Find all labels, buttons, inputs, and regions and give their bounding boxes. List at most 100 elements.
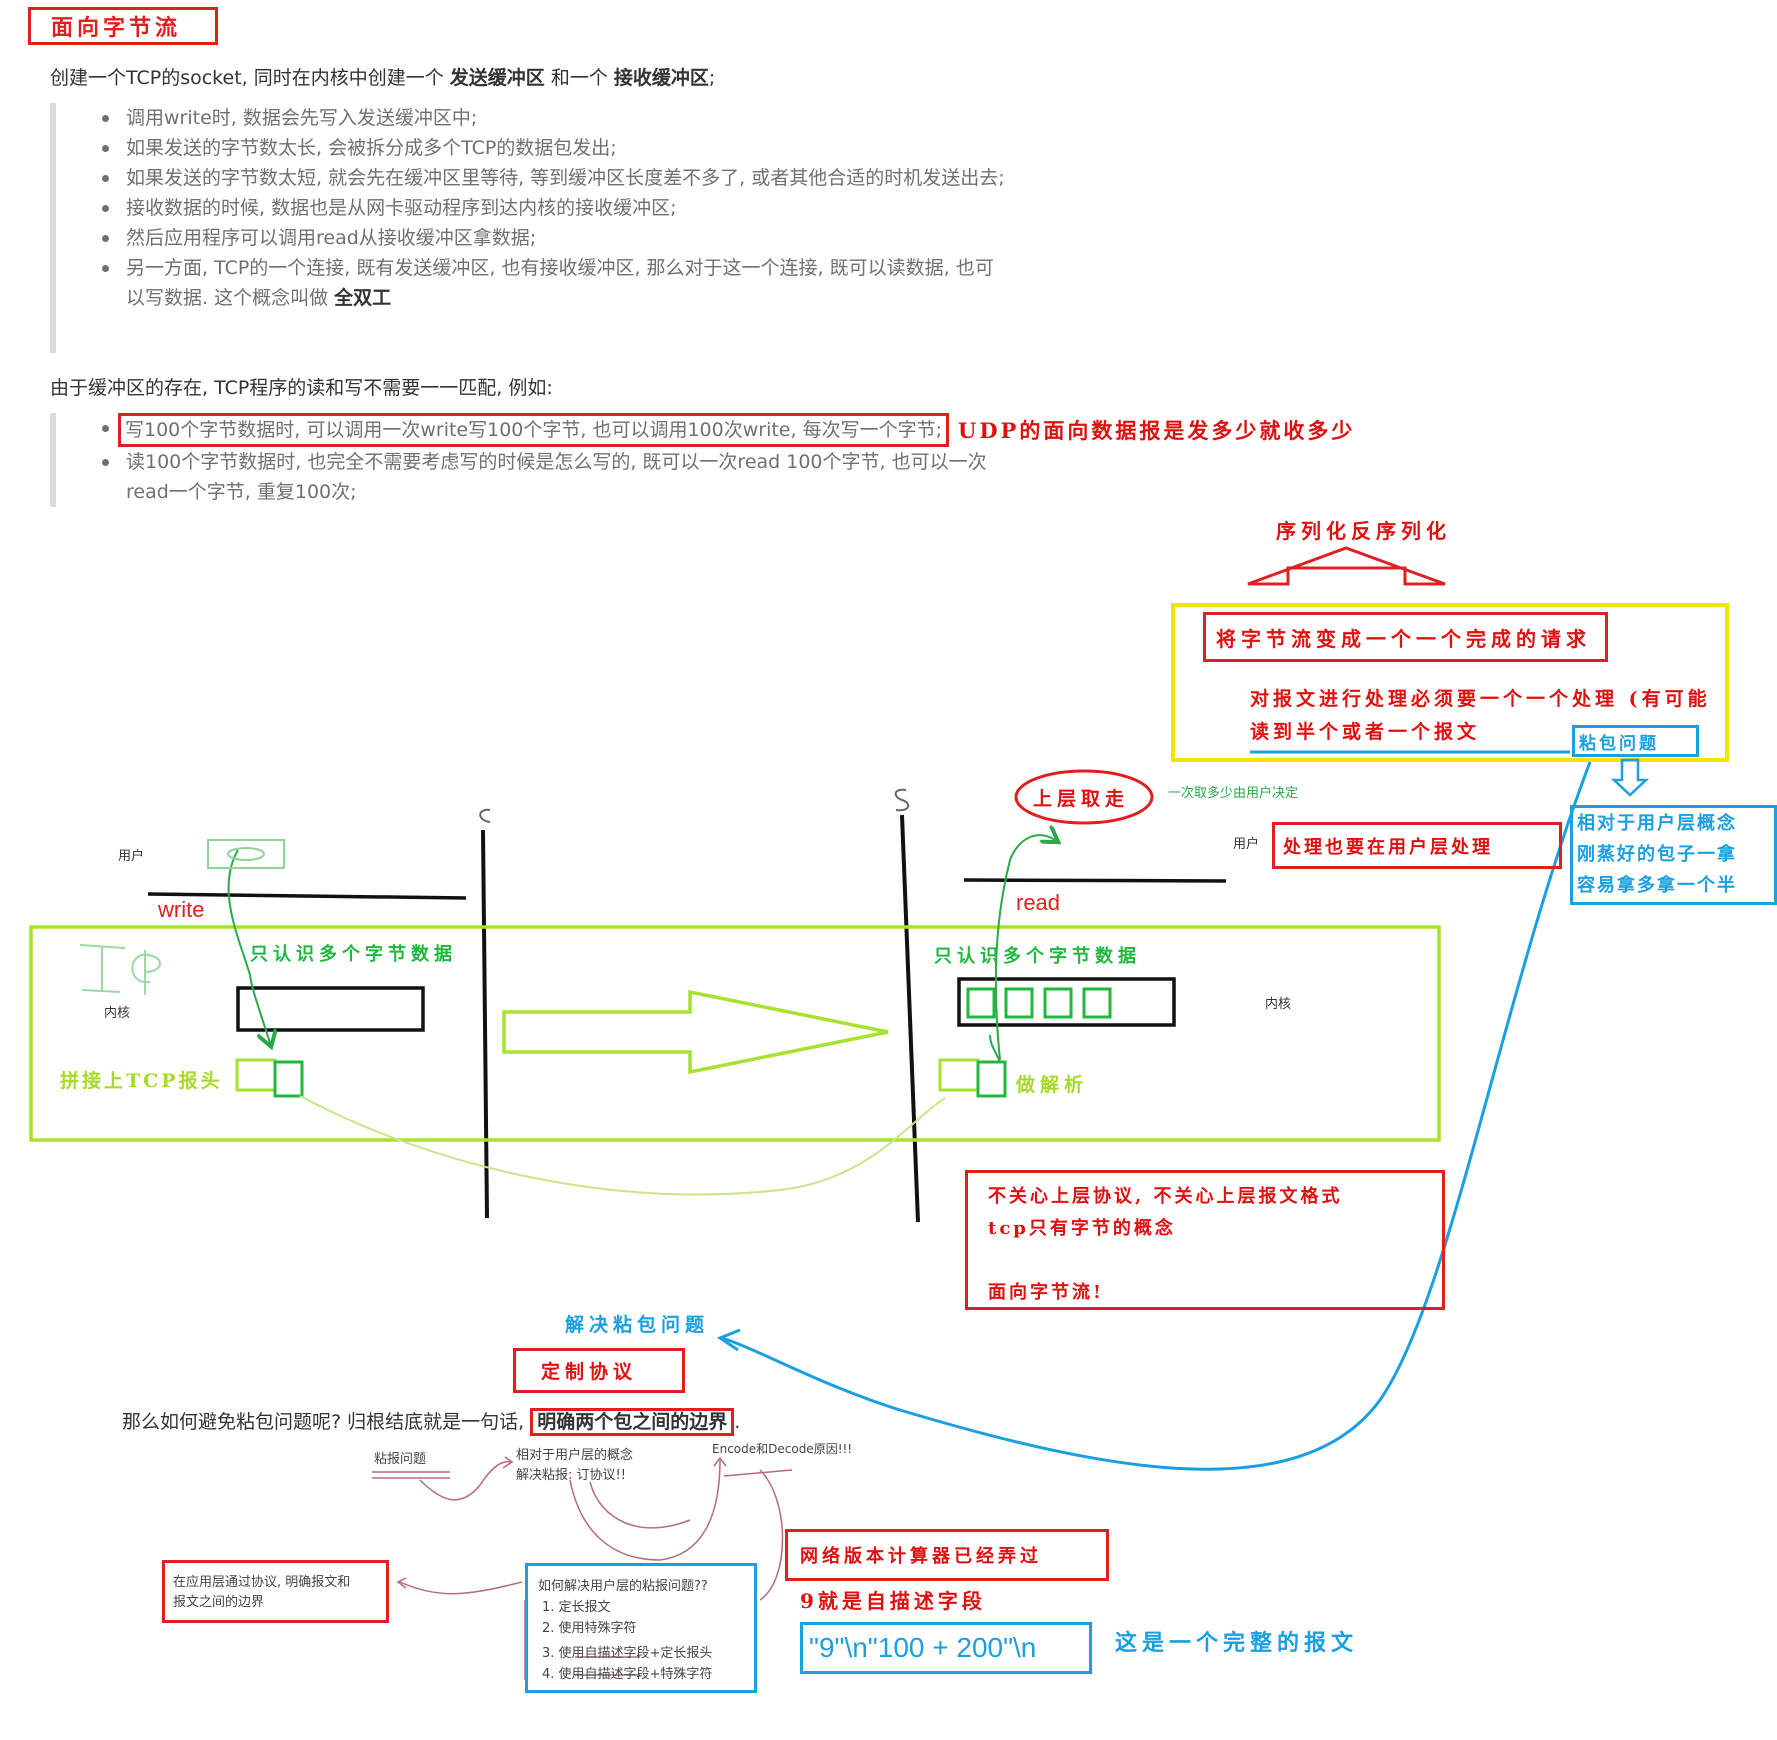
tcp-scribble [79,944,161,995]
blockquote-2: 写100个字节数据时, 可以调用一次write写100个字节, 也可以调用100… [50,413,1036,507]
user-left-label: 用户 [118,849,145,864]
read-label: read [1016,890,1061,915]
how-solve-item: 2. 使用特殊字符 [542,1621,637,1636]
send-buffer-term: 发送缓冲区 [449,67,545,89]
title-box: 面向字节流 [28,7,218,45]
s-scribble [894,788,910,812]
up-arrow [1247,546,1446,586]
list-item: 如果发送的字节数太长, 会被拆分成多个TCP的数据包发出; [96,133,1006,163]
custom-protocol-box: 定制协议 [513,1348,685,1393]
packet [1082,987,1112,1019]
list-item: 如果发送的字节数太短, 就会先在缓冲区里等待, 等到缓冲区长度差不多了, 或者其… [96,163,1006,193]
highlight-write-example: 写100个字节数据时, 可以调用一次write写100个字节, 也可以调用100… [118,413,949,447]
how-solve-item: 3. 使用自描述字段+定长报头 [542,1646,713,1661]
example-text: "9"\n"100 + 200"\n [809,1632,1037,1663]
no-care-box: 不关心上层协议, 不关心上层报文格式 tcp只有字节的概念 面向字节流! [965,1170,1445,1310]
serialize-label: 序列化反序列化 [1276,519,1451,543]
packet [1004,987,1034,1019]
packet [1043,987,1073,1019]
intro-prefix: 创建一个TCP的socket, 同时在内核中创建一个 [50,67,450,89]
relative-small: 相对于用户层的概念 解决粘报: 订协议!! [516,1446,633,1486]
yellow-box [1171,603,1729,762]
header-block [235,1058,277,1092]
packet [966,987,996,1019]
only-bytes-left: 只认识多个字节数据 [250,944,457,965]
full-duplex-term: 全双工 [334,287,392,309]
header-block [938,1058,980,1092]
data-block [273,1060,304,1098]
how-solve-item: 1. 定长报文 [542,1600,611,1615]
para2: 由于缓冲区的存在, TCP程序的读和写不需要一一匹配, 例如: [50,377,553,399]
transfer-arrow [502,989,889,1075]
no-care-line: 不关心上层协议, 不关心上层报文格式 [988,1186,1343,1207]
calculator-label: 网络版本计算器已经弄过 [800,1546,1042,1567]
how-solve-title: 如何解决用户层的粘报问题?? [538,1579,708,1594]
no-care-line: tcp只有字节的概念 [988,1218,1176,1239]
relative-small-line: 相对于用户层的概念 [516,1448,634,1463]
recv-buffer [957,977,1176,1027]
right-user-line [963,878,1227,883]
example-box: "9"\n"100 + 200"\n [800,1622,1092,1674]
user-right-label: 用户 [1233,837,1260,852]
custom-protocol-label: 定制协议 [541,1361,638,1383]
blockquote-1: 调用write时, 数据会先写入发送缓冲区中; 如果发送的字节数太长, 会被拆分… [50,103,1036,353]
title: 面向字节流 [51,15,182,41]
avoid-bold: 明确两个包之间的边界 [530,1408,735,1436]
bytes-to-request-box: 将字节流变成一个一个完成的请求 [1203,612,1608,662]
intro-mid: 和一个 [544,67,614,89]
only-bytes-right: 只认识多个字节数据 [934,946,1141,967]
list-item-text: 另一方面, TCP的一个连接, 既有发送缓冲区, 也有接收缓冲区, 那么对于这一… [126,257,994,309]
user-process-box: 处理也要在用户层处理 [1272,822,1562,869]
app-layer-line: 在应用层通过协议, 明确报文和 [173,1575,351,1590]
write-path-arrow [227,849,270,1043]
kernel-left-label: 内核 [104,1006,131,1021]
kernel-box [29,925,1441,1142]
data-block [976,1060,1007,1098]
client-line [481,829,489,1219]
how-much-label: 一次取多少由用户决定 [1168,786,1299,801]
server-line [900,814,920,1223]
process-one-note: 对报文进行处理必须要一个一个处理 (有可能读到半个或者一个报文 [1250,688,1711,743]
calculator-box: 网络版本计算器已经弄过 [785,1529,1109,1581]
udp-note: UDP的面向数据报是发多少就收多少 [958,418,1356,443]
parse-label: 做解析 [1016,1074,1089,1096]
user-data-box [207,839,285,869]
relative-line: 相对于用户层概念 [1577,813,1737,834]
no-care-line [988,1245,1442,1277]
down-arrow [1610,758,1650,797]
list-item: 调用write时, 数据会先写入发送缓冲区中; [96,103,1006,133]
upper-take-label: 上层取走 [1033,788,1130,810]
list-item: 然后应用程序可以调用read从接收缓冲区拿数据; [96,223,1006,253]
how-solve-box: 如何解决用户层的粘报问题?? 1. 定长报文 2. 使用特殊字符 3. 使用自描… [525,1563,757,1693]
kernel-right-label: 内核 [1265,997,1292,1012]
app-layer-box: 在应用层通过协议, 明确报文和 报文之间的边界 [162,1560,389,1623]
sticky-label: 粘包问题 [1579,733,1659,754]
bytes-to-request-label: 将字节流变成一个一个完成的请求 [1216,626,1591,651]
c-scribble [479,808,491,823]
intro-suffix: ; [708,67,716,89]
transfer-curve [299,1095,946,1196]
write-label: write [158,897,205,922]
relative-line: 容易拿多拿一个半 [1577,875,1737,896]
sticky-small-label: 粘报问题 [374,1452,427,1467]
nine-label: 9就是自描述字段 [800,1589,986,1613]
sticky-box: 粘包问题 [1572,725,1699,757]
left-user-line [147,892,467,900]
complete-label: 这是一个完整的报文 [1115,1630,1359,1656]
list-item: 接收数据的时候, 数据也是从网卡驱动程序到达内核的接收缓冲区; [96,193,1006,223]
how-solve-item: 4. 使用自描述字段+特殊字符 [542,1667,713,1682]
list-item: 另一方面, TCP的一个连接, 既有发送缓冲区, 也有接收缓冲区, 那么对于这一… [96,253,1006,313]
avoid-paragraph: 那么如何避免粘包问题呢? 归根结底就是一句话, 明确两个包之间的边界. [122,1407,740,1436]
app-layer-line: 报文之间的边界 [173,1595,265,1610]
relative-box: 相对于用户层概念 刚蒸好的包子一拿 容易拿多拿一个半 [1570,805,1777,905]
solve-sticky-label: 解决粘包问题 [565,1314,710,1336]
list-item: 写100个字节数据时, 可以调用一次write写100个字节, 也可以调用100… [96,413,1016,447]
list-item: 读100个字节数据时, 也完全不需要考虑写的时候是怎么写的, 既可以一次read… [96,447,1016,507]
user-process-label: 处理也要在用户层处理 [1283,836,1493,858]
send-buffer [236,986,425,1032]
intro-paragraph: 创建一个TCP的socket, 同时在内核中创建一个 发送缓冲区 和一个 接收缓… [50,63,715,90]
encode-label: Encode和Decode原因!!! [712,1442,853,1456]
relative-line: 刚蒸好的包子一拿 [1577,844,1737,865]
add-header-label: 拼接上TCP报头 [60,1070,223,1092]
